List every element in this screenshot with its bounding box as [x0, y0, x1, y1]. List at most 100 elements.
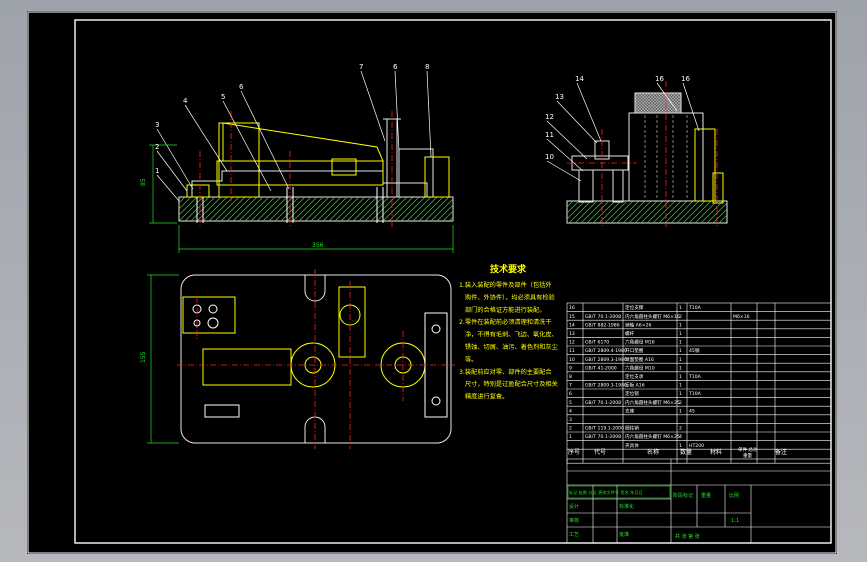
hatch-line — [262, 197, 288, 221]
tb-scale: 比例 — [729, 492, 739, 499]
plan-hole-b — [208, 304, 218, 314]
plan-view: 155 — [140, 269, 455, 449]
hatch-line — [616, 201, 640, 223]
hatch-line — [220, 197, 246, 221]
hatch-line — [676, 201, 700, 223]
hatch-line — [334, 197, 360, 221]
parts-cell: GB/T 119.1-2000 — [585, 426, 624, 432]
tb-stage: 阶段标记 — [673, 492, 693, 499]
parts-cell: 2 — [679, 400, 682, 406]
hatch-line — [196, 197, 222, 221]
side-hatch — [567, 201, 727, 223]
hatch-line — [610, 201, 634, 223]
title-block-text: 标记 处数 分区 更改文件号 签名 年月日 设计 标准化 审核 工艺 批准 阶段… — [569, 489, 739, 540]
tech-note-line: 3.装配前应对零、部件的主要配合 — [459, 368, 552, 376]
knurl-line — [665, 93, 681, 109]
hatch-line — [712, 208, 727, 223]
parts-cell: 定位支撑 — [625, 304, 644, 311]
parts-cell: 9 — [569, 365, 572, 371]
parts-cell: 5 — [569, 400, 572, 406]
knurl-line — [635, 100, 648, 113]
tb-process: 工艺 — [569, 532, 579, 538]
hatch-line — [567, 201, 580, 214]
parts-cell: M6×16 — [733, 314, 750, 320]
parts-header: 序号 代号 名称 数量 材料 单件 总计 重量 备注 — [568, 446, 787, 459]
parts-cell: 4 — [679, 434, 682, 440]
plan-hole-c — [207, 317, 219, 329]
parts-cell: GB/T 41-2000 — [585, 365, 617, 371]
hatch-line — [179, 197, 186, 204]
hdr-remark: 备注 — [775, 448, 787, 456]
hatch-line — [268, 197, 294, 221]
hatch-line — [388, 197, 414, 221]
hatch-line — [322, 197, 348, 221]
parts-cell: 45钢 — [689, 347, 700, 354]
knurl-line — [650, 93, 672, 113]
parts-cell: 1 — [679, 348, 682, 354]
hatch-line — [598, 201, 622, 223]
hatch-line — [256, 197, 282, 221]
parts-cell: 2 — [569, 426, 572, 432]
hatch-line — [316, 197, 342, 221]
hatch-line — [700, 201, 724, 223]
hatch-line — [376, 197, 402, 221]
hatch-line — [430, 198, 453, 221]
hatch-line — [442, 210, 453, 221]
knurl-line — [635, 106, 642, 113]
parts-cell: HT200 — [689, 443, 704, 449]
hatch-line — [706, 202, 727, 223]
hdr-name: 名称 — [647, 448, 659, 456]
hatch-line — [567, 201, 586, 220]
base-cavity — [191, 170, 428, 197]
knurl-line — [638, 93, 660, 113]
hatch-line — [400, 197, 426, 221]
side-hidden-lines — [644, 115, 688, 199]
front-dimensions — [149, 144, 454, 253]
hatch-line — [232, 197, 258, 221]
tb-audit: 审核 — [569, 517, 579, 524]
parts-cell: T10A — [688, 305, 702, 311]
tech-note-line: 净，不得有毛刺、飞边、氧化皮、 — [465, 331, 558, 339]
hatch-line — [640, 201, 664, 223]
knurl-line — [671, 103, 681, 113]
hatch-line — [179, 197, 198, 216]
hatch-line — [412, 197, 438, 221]
hatch-line — [574, 201, 598, 223]
callout-left-1: 1 — [155, 167, 159, 175]
hatch-line — [328, 197, 354, 221]
parts-cell: GB/T 2809.4-1980 — [585, 348, 627, 354]
side-leaders — [546, 82, 700, 182]
side-right-post — [712, 172, 724, 204]
workpiece — [216, 160, 384, 186]
dim-height-label: 85 — [140, 178, 147, 186]
tb-sign-row: 标记 处数 分区 更改文件号 签名 年月日 — [569, 489, 643, 496]
parts-cell: 6 — [569, 391, 572, 397]
hatch-line — [406, 197, 432, 221]
parts-cell: 压板 A16 — [625, 382, 645, 389]
hatch-line — [436, 204, 453, 221]
front-centerlines — [199, 111, 393, 227]
plan-slot-top — [304, 275, 326, 302]
parts-table-frame — [566, 302, 832, 464]
parts-cell: 2 — [679, 314, 682, 320]
drawing-sheet[interactable]: 356 85 — [27, 11, 837, 554]
knurl-line — [653, 93, 675, 113]
tb-sheets: 共 张 第 张 — [675, 533, 700, 540]
knurl-line — [635, 97, 651, 113]
hatch-line — [214, 197, 240, 221]
hatch-line — [346, 197, 372, 221]
knurl-line — [671, 93, 681, 103]
parts-cell: T10A — [688, 391, 702, 397]
assembly-drawing: 356 85 — [27, 11, 837, 554]
knurl-line — [674, 106, 681, 113]
parts-cell: GB/T 70.1-2008 — [585, 314, 621, 320]
callout-left-6: 6 — [393, 63, 398, 71]
parts-cell: 1 — [679, 357, 682, 363]
right-post — [398, 148, 434, 198]
parts-cell: 夹具体 — [625, 442, 639, 449]
hatch-line — [604, 201, 628, 223]
tech-note-line: 等。 — [465, 355, 477, 363]
hatch-line — [567, 201, 568, 202]
